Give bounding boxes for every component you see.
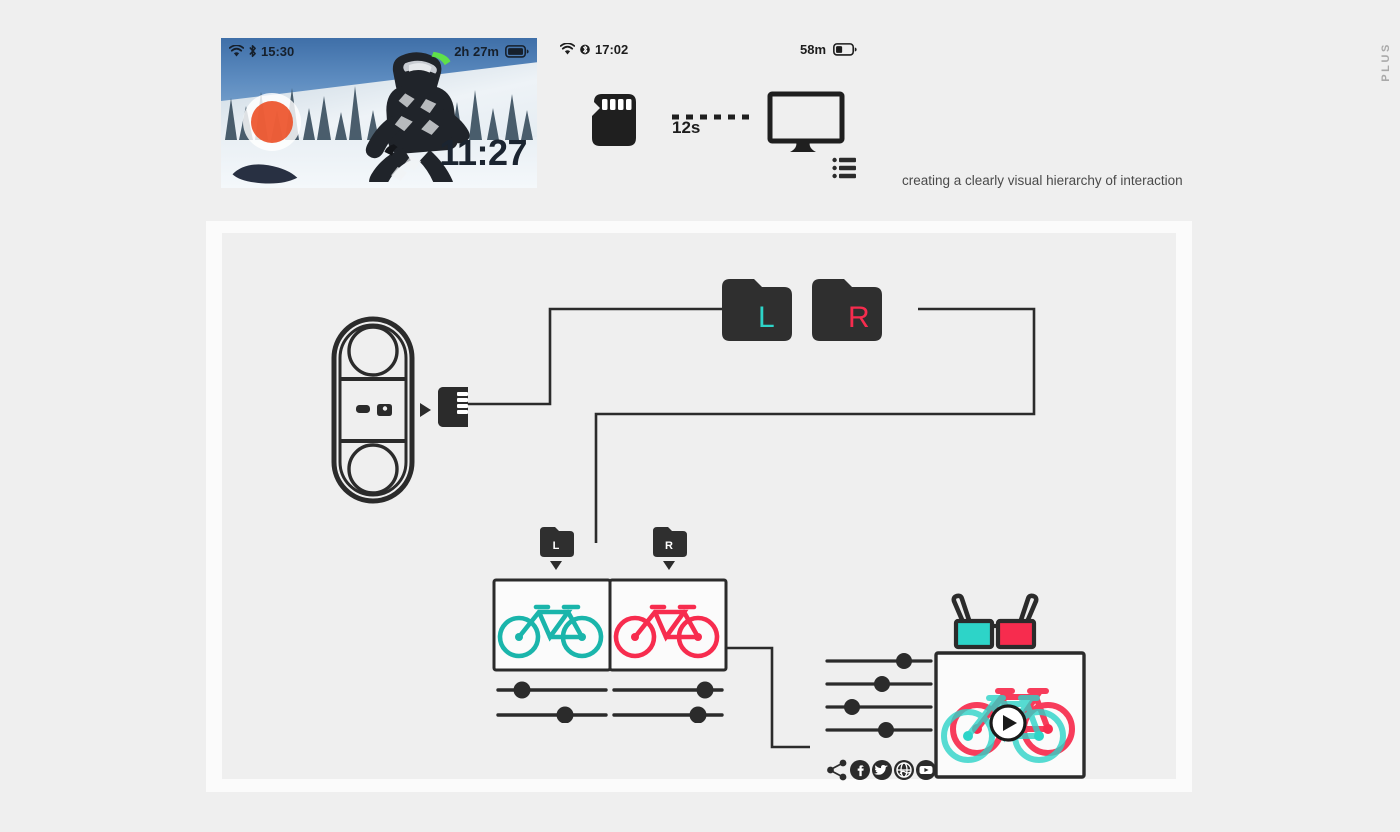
preview-status-time: 15:30 — [261, 43, 295, 59]
lens-cyan — [953, 618, 995, 650]
clip-left[interactable] — [492, 578, 612, 723]
battery-icon — [505, 44, 529, 58]
clip-badges: L R — [540, 527, 687, 570]
caption-text: creating a clearly visual hierarchy of i… — [902, 173, 1183, 188]
slider-thumb — [844, 699, 860, 715]
folder-right-label: R — [848, 301, 870, 334]
clip-right[interactable] — [608, 578, 728, 723]
folder-right[interactable]: R — [812, 279, 882, 341]
monitor-icon — [767, 91, 845, 152]
camera-preview-card[interactable]: 15:30 2h 27m 11:27 — [221, 38, 537, 188]
preview-status-bar: 15:30 2h 27m — [221, 38, 537, 64]
clip-left-badge[interactable]: L — [540, 527, 574, 570]
sd-card-icon — [592, 94, 636, 146]
play-button[interactable] — [989, 704, 1027, 742]
source-folders[interactable]: L R — [722, 279, 922, 341]
slider-thumb — [896, 653, 912, 669]
sd-card-icon — [438, 387, 468, 427]
globe-icon[interactable] — [894, 760, 914, 780]
record-dot — [251, 101, 293, 143]
clip-right-badge[interactable]: R — [653, 527, 687, 570]
wifi-icon — [560, 43, 575, 55]
transfer-status-time: 17:02 — [595, 42, 629, 57]
arrow-down-icon — [550, 561, 562, 570]
anaglyph-3d-glasses — [951, 593, 1039, 650]
slider-thumb — [878, 722, 894, 738]
folder-left[interactable]: L — [722, 279, 792, 341]
diagram-stage: L R L R — [222, 233, 1176, 781]
diagram-panel-frame: L R L R — [206, 221, 1192, 792]
slider-thumb — [689, 706, 707, 723]
bicycle-icon — [497, 604, 604, 659]
slider-thumb — [513, 681, 531, 699]
record-button[interactable] — [243, 93, 301, 151]
photo-snowboard — [232, 164, 298, 184]
bicycle-icon — [613, 604, 720, 659]
clip-left-badge-label: L — [553, 540, 560, 552]
eject-arrow-icon — [420, 403, 431, 417]
stereoscopic-preview[interactable] — [934, 651, 1086, 779]
wifi-icon — [229, 44, 244, 57]
lens-red — [995, 618, 1037, 650]
photo-snowboarder — [365, 51, 470, 182]
bluetooth-icon — [580, 44, 590, 55]
transfer-duration: 12s — [672, 118, 701, 137]
folder-left-label: L — [758, 301, 775, 334]
caption-row: creating a clearly visual hierarchy of i… — [832, 157, 1183, 188]
youtube-icon[interactable] — [916, 760, 936, 780]
twitter-icon[interactable] — [872, 760, 892, 780]
shot-clock: 11:27 — [439, 132, 527, 173]
slider-thumb — [696, 681, 714, 699]
share-icon[interactable] — [827, 759, 847, 781]
battery-icon — [833, 43, 857, 56]
transfer-battery-remaining: 58m — [800, 42, 827, 57]
clip-right-sliders[interactable] — [612, 681, 724, 724]
diagram-connectors — [462, 307, 1036, 749]
transfer-battery: 58m — [800, 42, 857, 57]
preview-record-remaining: 2h 27m — [454, 43, 499, 59]
preview-photo — [221, 38, 537, 188]
transfer-flow — [588, 90, 848, 152]
side-label: PLUS — [1380, 42, 1392, 82]
dual-lens-360-camera[interactable] — [328, 315, 468, 505]
transfer-status-bar: 17:02 — [560, 42, 628, 57]
list-icon — [832, 157, 856, 179]
camera-button-1 — [356, 405, 370, 413]
diagram-panel: L R L R — [222, 233, 1176, 781]
clip-right-badge-label: R — [665, 540, 673, 552]
slider-thumb — [874, 676, 890, 692]
lens-bottom — [347, 443, 399, 495]
facebook-icon[interactable] — [850, 760, 870, 780]
share-row[interactable] — [826, 757, 942, 783]
lens-top — [347, 325, 399, 377]
bluetooth-icon — [249, 44, 256, 58]
output-sliders[interactable] — [824, 653, 934, 743]
clip-left-sliders[interactable] — [496, 681, 608, 724]
slider-thumb — [556, 706, 574, 723]
arrow-down-icon — [663, 561, 675, 570]
